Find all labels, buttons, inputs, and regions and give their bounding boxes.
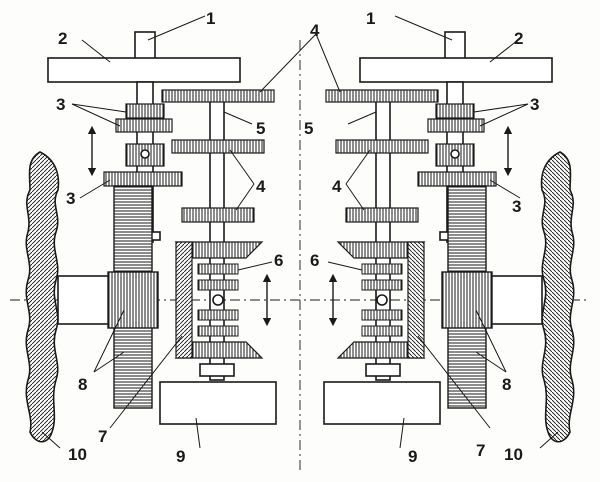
housing-7-left <box>175 241 193 359</box>
wheel-10-left <box>25 151 60 443</box>
gear-3a-left <box>125 103 165 119</box>
pulley-left <box>47 57 241 83</box>
label-1-right: 1 <box>366 9 375 28</box>
label-10-left: 10 <box>68 445 87 464</box>
right-mechanism <box>323 31 575 443</box>
gear-4b-left <box>171 139 265 154</box>
clutch-disc-left <box>197 279 239 291</box>
label-5-right: 5 <box>304 119 313 138</box>
left-mechanism <box>25 31 277 443</box>
label-4-left: 4 <box>256 177 266 196</box>
clutch-disc-left <box>197 263 239 275</box>
label-7-right: 7 <box>476 441 485 460</box>
axle-left <box>57 275 115 325</box>
gear-3d-left <box>103 171 183 187</box>
label-4-top: 4 <box>310 21 320 40</box>
pivot-left <box>140 149 150 159</box>
gear-4c-left <box>181 207 255 223</box>
gear-3b-left <box>115 118 173 133</box>
label-2-left: 2 <box>58 29 67 48</box>
gear-4a-left <box>161 89 275 103</box>
label-1-left: 1 <box>206 9 215 28</box>
clutch-center-left <box>212 294 224 306</box>
label-3a-left: 3 <box>56 95 65 114</box>
label-9-left: 9 <box>176 447 185 466</box>
clutch-disc-left <box>197 325 239 337</box>
bearing-left <box>199 363 235 377</box>
label-3b-right: 3 <box>512 197 521 216</box>
input-shaft-left <box>134 31 156 61</box>
label-8-right: 8 <box>502 375 511 394</box>
label-6-right: 6 <box>310 251 319 270</box>
label-7-left: 7 <box>98 427 107 446</box>
hub-gear-8-left <box>107 271 159 329</box>
clutch-disc-left <box>197 309 239 321</box>
leader-lines <box>41 15 559 449</box>
label-8-left: 8 <box>78 375 87 394</box>
labels: 1 2 3 3 4 5 4 6 8 10 7 9 1 2 3 3 5 4 6 8… <box>56 9 539 466</box>
label-3b-left: 3 <box>66 189 75 208</box>
label-3a-right: 3 <box>530 95 539 114</box>
motor-9-left <box>159 381 277 425</box>
label-5-left: 5 <box>256 119 265 138</box>
label-2-right: 2 <box>514 29 523 48</box>
label-10-right: 10 <box>504 445 523 464</box>
label-4-right: 4 <box>332 177 342 196</box>
label-9-right: 9 <box>408 447 417 466</box>
label-6-left: 6 <box>274 251 283 270</box>
